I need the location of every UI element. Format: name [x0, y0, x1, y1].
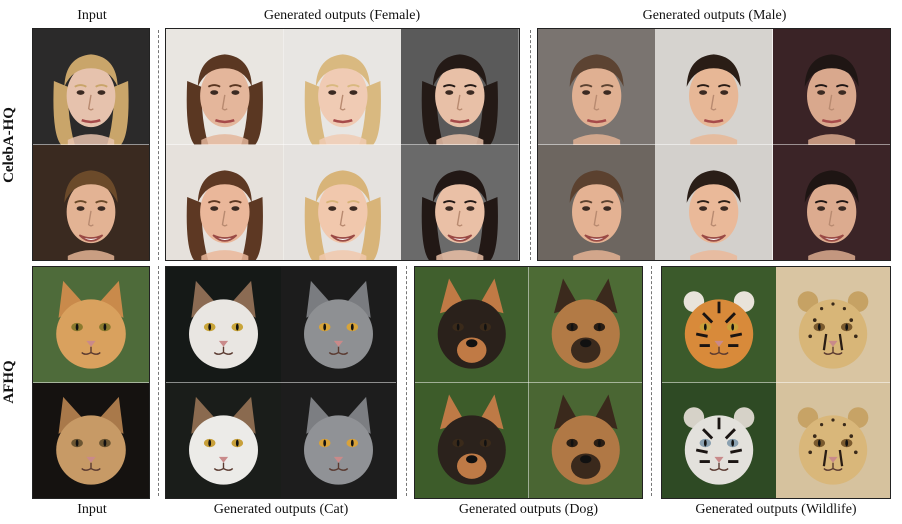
female-output-human-image [283, 144, 402, 260]
female-output-human-image [166, 29, 284, 145]
separator-dashed [406, 266, 407, 496]
frame-afhq-input [32, 266, 150, 499]
frame-male-outputs [537, 28, 891, 261]
cat-output-cat-image [281, 382, 396, 498]
male-output-human-image [772, 29, 890, 145]
separator-dashed [651, 266, 652, 496]
female-output-human-image [401, 144, 519, 260]
cat-output-cat-image [281, 267, 396, 383]
wildlife-output-cheetah-image [776, 267, 890, 383]
male-output-human-image [772, 144, 890, 260]
dog-output-dog-image [415, 382, 529, 498]
afhq-input-cat-image [33, 267, 149, 383]
celeba-input-human-image [33, 29, 149, 145]
frame-dog-outputs [414, 266, 643, 499]
wildlife-output-cheetah-image [776, 382, 890, 498]
male-output-human-image [655, 29, 773, 145]
afhq-input-cat-image [33, 382, 149, 498]
row-label-celeba-hq: CelebA-HQ [1, 107, 17, 183]
celeba-input-human-image [33, 144, 149, 260]
male-output-human-image [538, 29, 656, 145]
cat-output-cat-image [166, 382, 281, 498]
frame-female-outputs [165, 28, 520, 261]
frame-cat-outputs [165, 266, 397, 499]
wildlife-output-tiger-image [662, 267, 776, 383]
male-output-human-image [538, 144, 656, 260]
caption-input-bottom: Input [77, 502, 107, 517]
dog-output-dog-image [528, 267, 642, 383]
separator-dashed [158, 30, 159, 260]
cat-output-cat-image [166, 267, 281, 383]
frame-celeba-input [32, 28, 150, 261]
row-label-afhq: AFHQ [1, 360, 17, 404]
caption-generated-male: Generated outputs (Male) [642, 8, 787, 23]
caption-input-top: Input [77, 8, 107, 23]
frame-wildlife-outputs [661, 266, 891, 499]
male-output-human-image [655, 144, 773, 260]
caption-generated-female: Generated outputs (Female) [263, 8, 421, 23]
dog-output-dog-image [528, 382, 642, 498]
wildlife-output-tiger-image [662, 382, 776, 498]
separator-dashed [158, 266, 159, 496]
female-output-human-image [401, 29, 519, 145]
female-output-human-image [283, 29, 402, 145]
separator-dashed [530, 30, 531, 260]
dog-output-dog-image [415, 267, 529, 383]
female-output-human-image [166, 144, 284, 260]
caption-generated-dog: Generated outputs (Dog) [458, 502, 599, 517]
caption-generated-cat: Generated outputs (Cat) [213, 502, 349, 517]
caption-generated-wildlife: Generated outputs (Wildlife) [695, 502, 857, 517]
